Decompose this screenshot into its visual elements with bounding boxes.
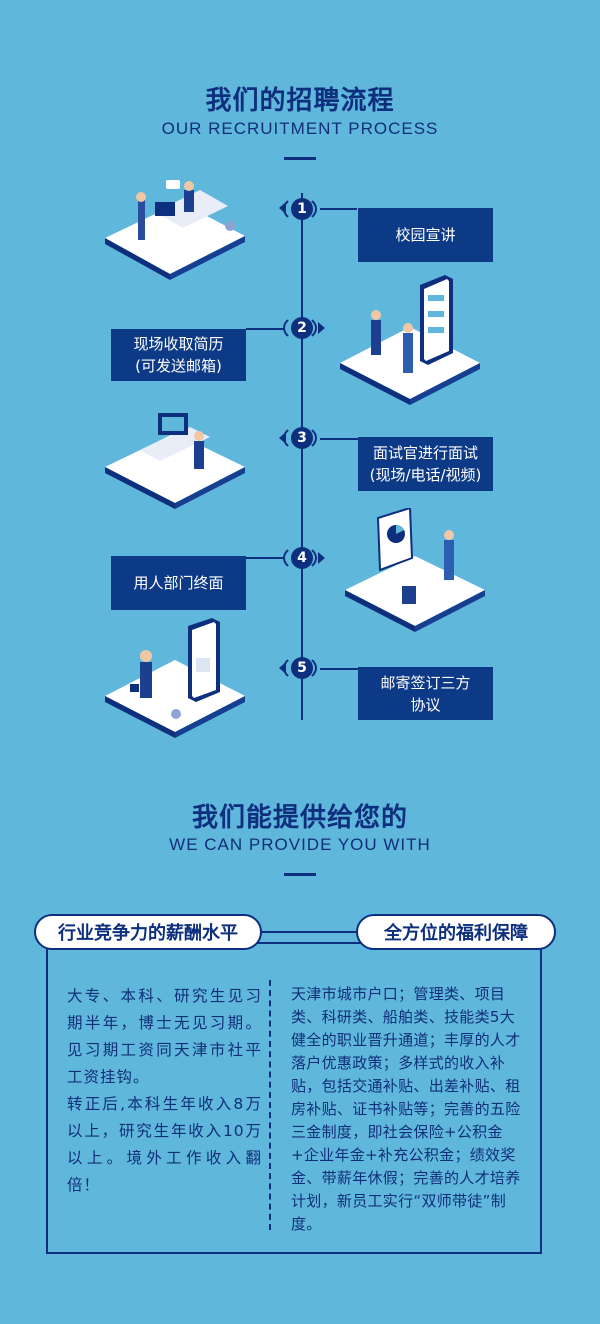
- connector: [320, 668, 358, 670]
- connector: [320, 208, 356, 210]
- connector: [320, 438, 358, 440]
- salary-paragraph: 大专、本科、研究生见习期半年，博士无见习期。见习期工资同天津市社平工资挂钩。: [67, 987, 262, 1086]
- title-divider: [284, 157, 316, 160]
- benefits-panel: [46, 942, 542, 1254]
- step-2-number: 2: [291, 317, 313, 339]
- step-3-box: 面试官进行面试 (现场/电话/视频): [358, 437, 493, 491]
- arrow-right-icon: [318, 552, 325, 564]
- benefits-subtitle: WE CAN PROVIDE YOU WITH: [169, 835, 431, 854]
- step-1-number: 1: [291, 198, 313, 220]
- node-bracket: [283, 655, 317, 681]
- recruitment-subtitle: OUR RECRUITMENT PROCESS: [161, 119, 439, 138]
- welfare-header: 全方位的福利保障: [356, 914, 556, 950]
- connector: [246, 557, 284, 559]
- arrow-left-icon: [279, 202, 286, 214]
- step-5-number: 5: [291, 657, 313, 679]
- node-bracket: [283, 196, 317, 222]
- step-4-box: 用人部门终面: [111, 556, 246, 610]
- recruitment-title: 我们的招聘流程: [205, 86, 395, 116]
- node-bracket: [283, 315, 317, 341]
- arrow-right-icon: [318, 322, 325, 334]
- salary-text: 大专、本科、研究生见习期半年，博士无见习期。见习期工资同天津市社平工资挂钩。 转…: [67, 983, 262, 1199]
- node-bracket: [283, 425, 317, 451]
- benefits-title: 我们能提供给您的: [191, 803, 408, 833]
- arrow-left-icon: [279, 432, 286, 444]
- interview-illustration: [105, 413, 245, 509]
- timeline-line: [301, 193, 303, 720]
- step-2-box: 现场收取简历 (可发送邮箱): [111, 329, 246, 381]
- step-5-box: 邮寄签订三方 协议: [358, 667, 493, 720]
- arrow-left-icon: [279, 662, 286, 674]
- agreement-illustration: [105, 618, 245, 738]
- node-bracket: [283, 545, 317, 571]
- connector: [246, 328, 284, 330]
- salary-paragraph: 转正后,本科生年收入8万以上，研究生年收入10万以上。境外工作收入翻倍！: [67, 1095, 262, 1194]
- step-4-number: 4: [291, 547, 313, 569]
- welfare-text: 天津市城市户口；管理类、项目类、科研类、船舶类、技能类5大健全的职业晋升通道；丰…: [291, 985, 521, 1233]
- step-1-box: 校园宣讲: [358, 208, 493, 262]
- column-divider: [269, 980, 271, 1230]
- title-divider: [284, 873, 316, 876]
- presentation-illustration: [105, 180, 245, 280]
- salary-header: 行业竞争力的薪酬水平: [34, 914, 262, 950]
- final-interview-illustration: [345, 508, 485, 632]
- resume-illustration: [340, 275, 480, 405]
- step-3-number: 3: [291, 427, 313, 449]
- header-connector: [258, 931, 360, 933]
